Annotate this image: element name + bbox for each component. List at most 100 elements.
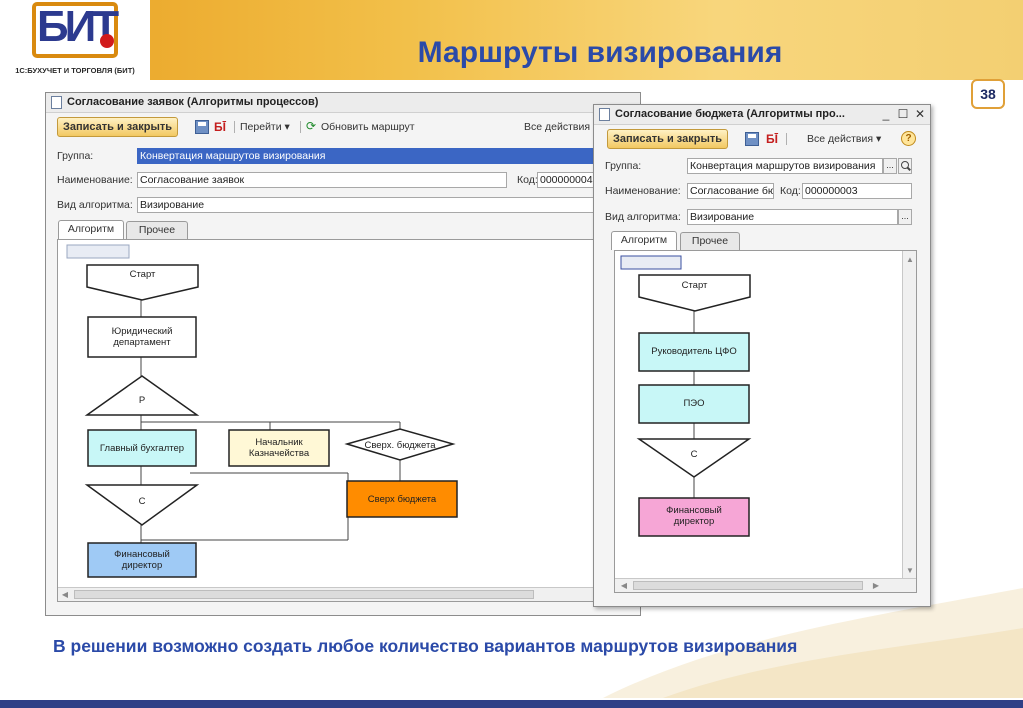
save-icon[interactable] xyxy=(195,120,209,134)
algorithm-type-select-button[interactable]: ... xyxy=(898,209,912,225)
p-decision-node xyxy=(84,375,200,416)
algorithm-canvas[interactable]: Старт Юридический департамент Р Главный … xyxy=(57,239,640,602)
group-select-button[interactable]: ... xyxy=(883,158,897,174)
page-number: 38 xyxy=(971,79,1005,109)
search-icon[interactable] xyxy=(898,158,912,174)
tab-algorithm[interactable]: Алгоритм xyxy=(611,231,677,250)
scroll-down-arrow[interactable]: ▼ xyxy=(906,566,914,575)
logo-caption: 1С:БУХУЧЕТ И ТОРГОВЛЯ (БИТ) xyxy=(15,66,135,75)
slide-caption: В решении возможно создать любое количес… xyxy=(53,636,798,656)
logo-dot xyxy=(100,34,114,48)
code-label: Код: xyxy=(517,174,538,186)
cfo-label: Финансовый директор xyxy=(114,549,170,571)
algorithm-type-label: Вид алгоритма: xyxy=(57,199,133,211)
start-node xyxy=(86,264,199,301)
logo: БИТ 1С:БУХУЧЕТ И ТОРГОВЛЯ (БИТ) xyxy=(0,0,150,80)
window-agreement-requests: Согласование заявок (Алгоритмы процессов… xyxy=(45,92,641,616)
tab-other[interactable]: Прочее xyxy=(680,232,740,250)
name-field[interactable]: Согласование заявок xyxy=(137,172,507,188)
start-label: Старт xyxy=(129,269,156,280)
algorithm-type-field[interactable]: Визирование xyxy=(687,209,898,225)
chief-accountant-label: Главный бухгалтер xyxy=(99,443,185,454)
slide-title: Маршруты визирования xyxy=(417,36,783,69)
chief-accountant-node xyxy=(87,429,197,467)
cfo-head-label: Руководитель ЦФО xyxy=(651,346,737,357)
save-and-close-button[interactable]: Записать и закрыть xyxy=(607,129,729,149)
scroll-thumb[interactable] xyxy=(633,581,863,590)
name-label: Наименование: xyxy=(57,174,133,186)
refresh-route-button[interactable]: Обновить маршрут xyxy=(321,121,415,133)
titlebar: Согласование бюджета (Алгоритмы про... _… xyxy=(594,105,930,125)
group-label: Группа: xyxy=(605,160,642,172)
cfo-head-node xyxy=(638,332,750,372)
over-budget-label: Сверх бюджета xyxy=(367,494,437,505)
peo-label: ПЭО xyxy=(683,398,705,409)
algorithm-canvas[interactable]: Старт Руководитель ЦФО ПЭО С Финансовый … xyxy=(614,250,917,593)
over-budget-condition-label: Сверх. бюджета xyxy=(364,440,436,451)
peo-node xyxy=(638,384,750,424)
toolbar: Записать и закрыть БĪ Перейти ▾ ⟳ Обнови… xyxy=(46,114,640,140)
scroll-up-arrow[interactable]: ▲ xyxy=(906,255,914,264)
horizontal-scrollbar[interactable]: ◀ xyxy=(58,587,640,601)
over-budget-node xyxy=(346,480,458,518)
vertical-scrollbar[interactable]: ▲ ▼ xyxy=(902,251,916,580)
document-icon xyxy=(599,108,610,121)
cfo-label: Финансовый директор xyxy=(666,505,722,527)
flowchart-diagram xyxy=(620,255,752,537)
tab-algorithm[interactable]: Алгоритм xyxy=(58,220,124,239)
document-icon xyxy=(51,96,62,109)
group-field[interactable]: Конвертация маршрутов визирования xyxy=(687,158,883,174)
c-decision-node xyxy=(84,484,200,526)
tab-other[interactable]: Прочее xyxy=(126,221,188,239)
horizontal-scrollbar[interactable]: ◀ ▶ xyxy=(615,578,916,592)
cfo-node xyxy=(638,497,750,537)
name-label: Наименование: xyxy=(605,185,681,197)
all-actions-menu[interactable]: Все действия xyxy=(524,121,591,133)
scroll-right-arrow[interactable]: ▶ xyxy=(872,581,880,590)
code-field[interactable]: 000000003 xyxy=(802,183,912,199)
bit-logo-icon[interactable]: БĪ xyxy=(214,120,226,134)
p-label: Р xyxy=(138,395,146,406)
save-and-close-button[interactable]: Записать и закрыть xyxy=(57,117,179,137)
maximize-icon[interactable]: ☐ xyxy=(897,107,909,121)
c-label: С xyxy=(690,449,698,460)
algorithm-type-label: Вид алгоритма: xyxy=(605,211,681,223)
treasury-label: Начальник Казначейства xyxy=(248,437,310,459)
legal-label: Юридический департамент xyxy=(111,326,173,348)
cfo-node xyxy=(87,542,197,578)
group-label: Группа: xyxy=(57,150,94,162)
all-actions-menu[interactable]: Все действия ▾ xyxy=(807,133,882,145)
window-title: Согласование бюджета (Алгоритмы про... xyxy=(615,108,845,120)
treasury-node xyxy=(228,429,330,467)
footer-bar xyxy=(0,700,1023,708)
c-decision-node xyxy=(636,438,752,478)
close-icon[interactable]: ✕ xyxy=(914,107,926,121)
toolbar-separator xyxy=(786,133,787,145)
legal-node xyxy=(87,316,197,358)
minimize-icon[interactable]: _ xyxy=(882,107,890,121)
scroll-thumb[interactable] xyxy=(74,590,534,599)
scroll-left-arrow[interactable]: ◀ xyxy=(61,590,69,599)
window-title: Согласование заявок (Алгоритмы процессов… xyxy=(67,96,319,108)
titlebar: Согласование заявок (Алгоритмы процессов… xyxy=(46,93,640,113)
flowchart-diagram xyxy=(66,244,458,578)
algorithm-type-field[interactable]: Визирование xyxy=(137,197,640,213)
logo-mark xyxy=(32,2,118,58)
help-icon[interactable]: ? xyxy=(901,131,916,146)
bit-logo-icon[interactable]: БĪ xyxy=(766,132,778,146)
c-label: С xyxy=(138,496,146,507)
slide-header: БИТ 1С:БУХУЧЕТ И ТОРГОВЛЯ (БИТ) Маршруты… xyxy=(0,0,1023,80)
diagram-header-box xyxy=(66,244,130,259)
toolbar-separator xyxy=(300,121,301,133)
toolbar-separator xyxy=(234,121,235,133)
refresh-icon[interactable]: ⟳ xyxy=(306,119,317,133)
over-budget-condition-node xyxy=(344,428,456,461)
code-label: Код: xyxy=(780,185,801,197)
save-icon[interactable] xyxy=(745,132,759,146)
diagram-header-box xyxy=(620,255,682,270)
scroll-left-arrow[interactable]: ◀ xyxy=(620,581,628,590)
toolbar: Записать и закрыть БĪ Все действия ▾ ? xyxy=(594,126,930,152)
group-field[interactable]: Конвертация маршрутов визирования xyxy=(137,148,640,164)
goto-menu[interactable]: Перейти ▾ xyxy=(240,121,290,133)
name-field[interactable]: Согласование бюд xyxy=(687,183,774,199)
